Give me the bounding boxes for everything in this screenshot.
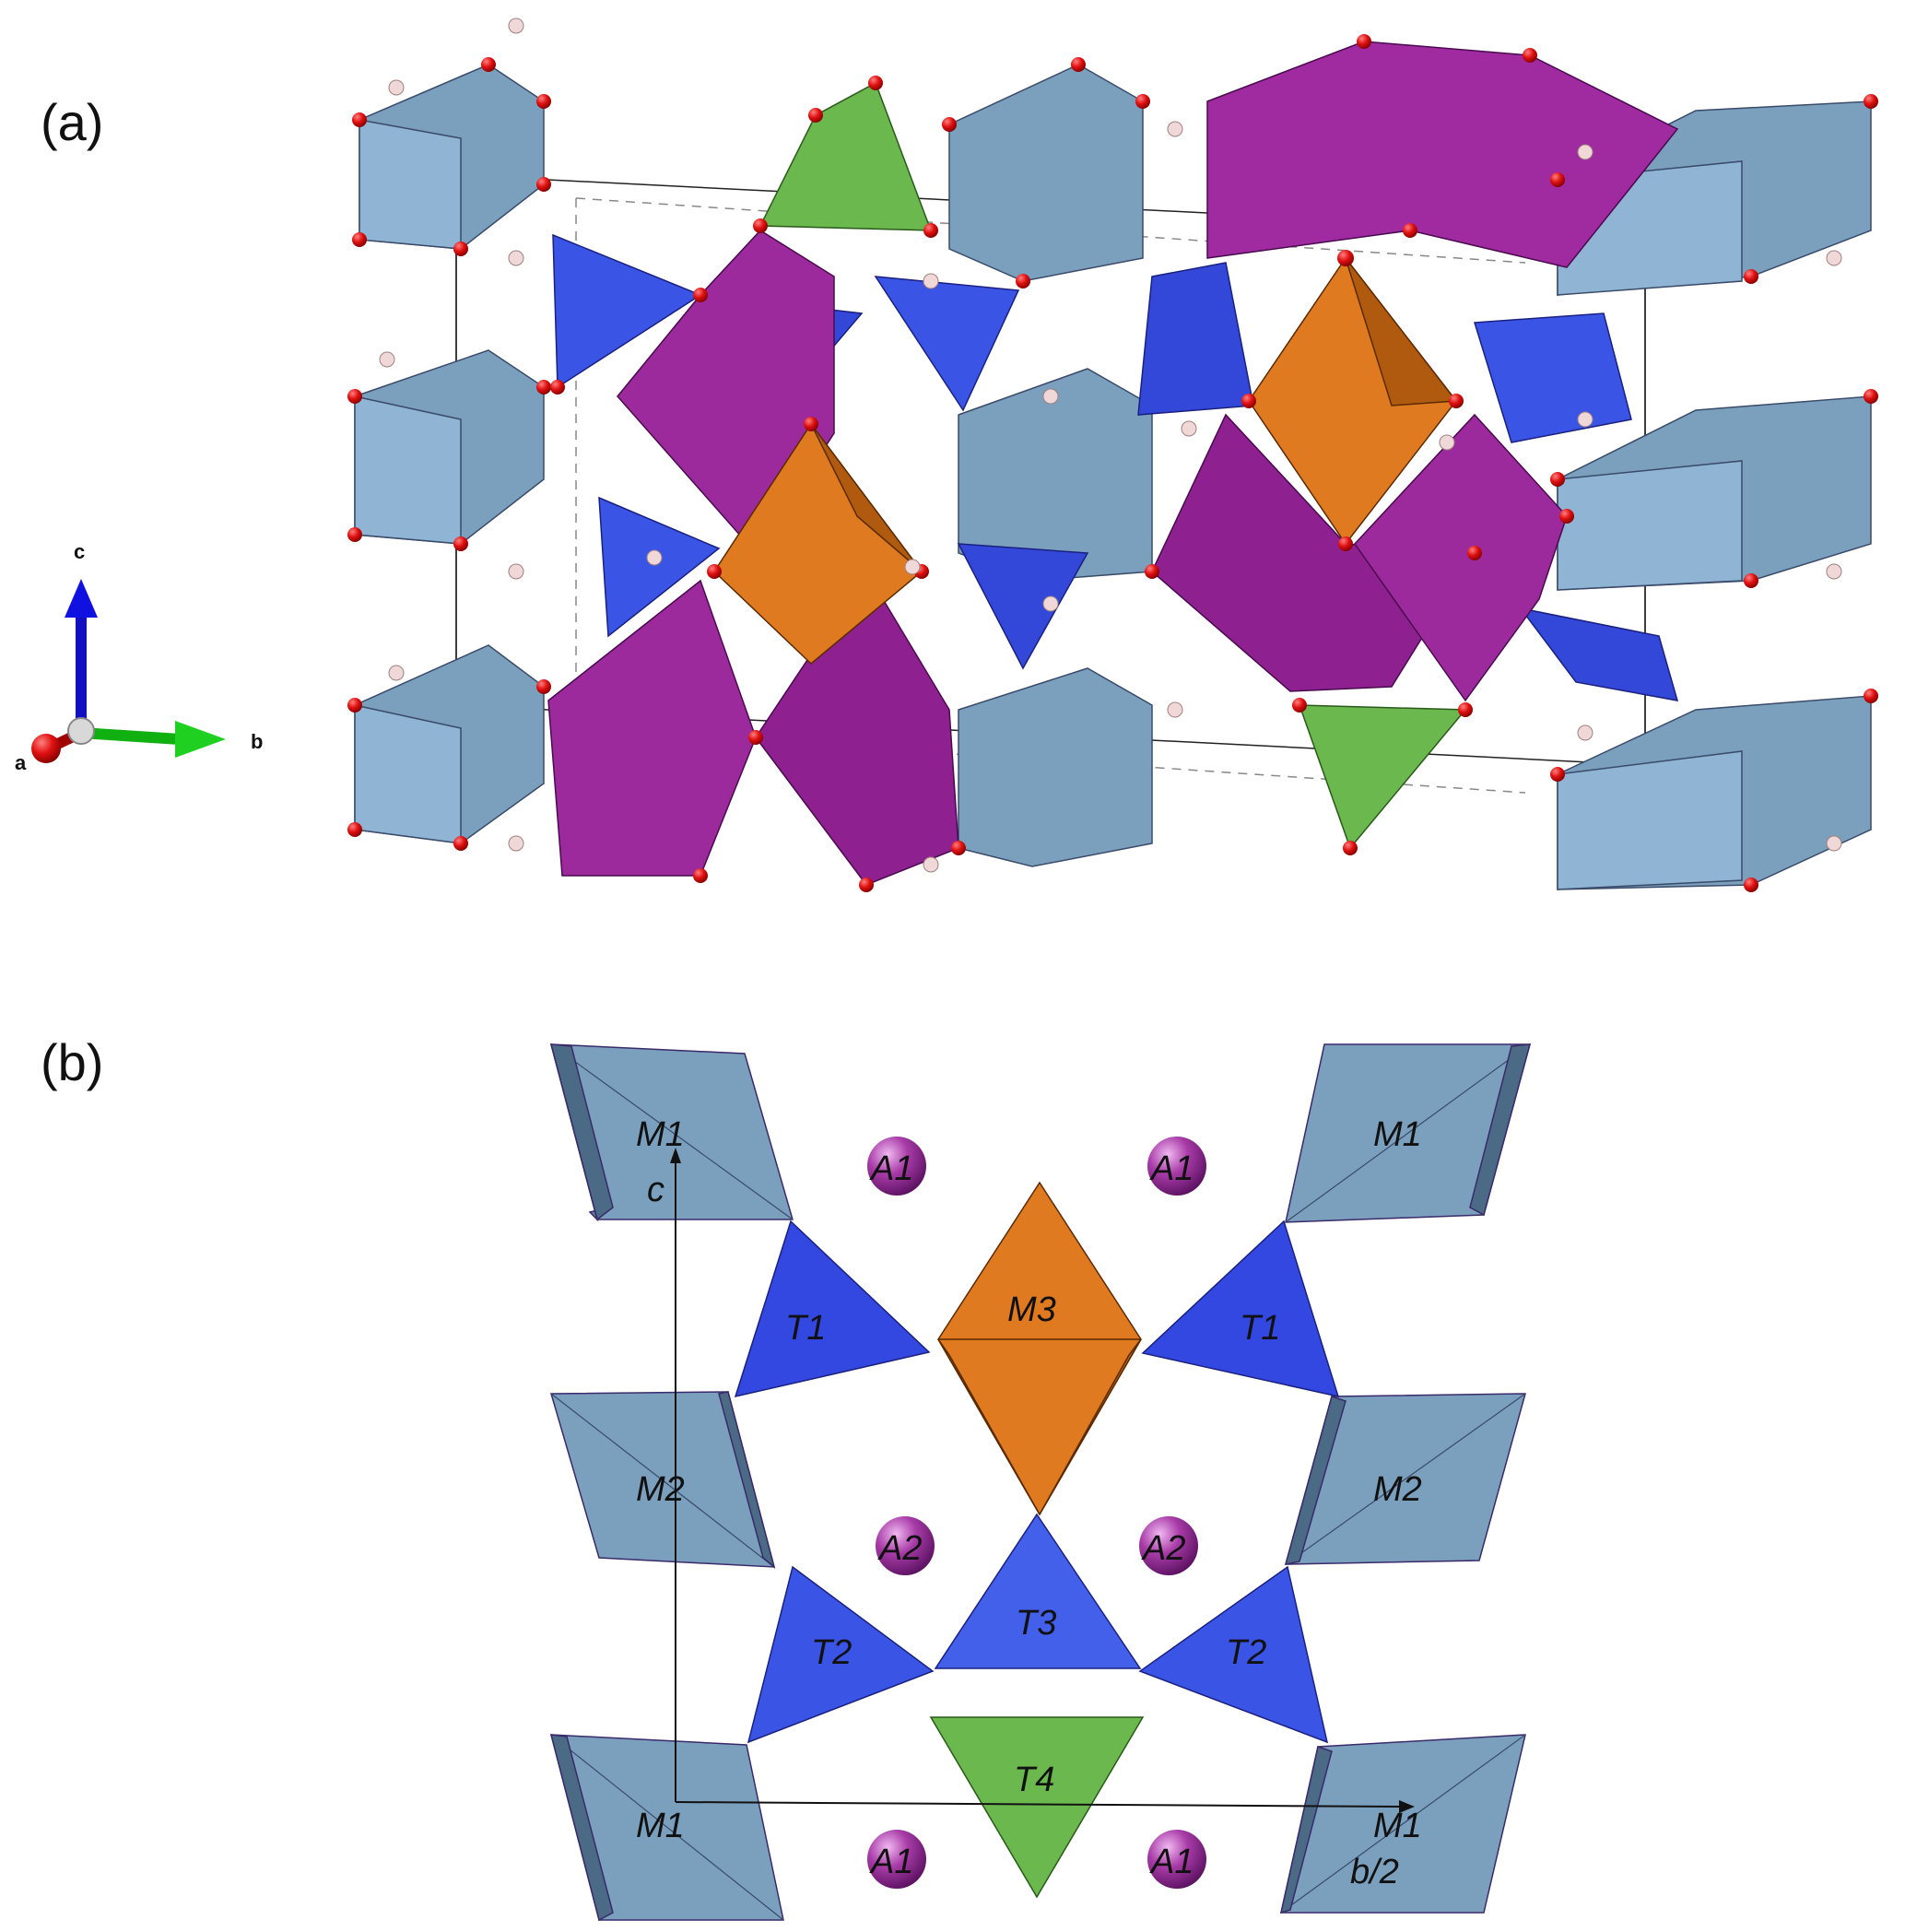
label-a1-top-right: A1 (1149, 1149, 1194, 1188)
c-axis-arrow-icon (670, 1148, 681, 1163)
label-m1-bottom-right: M1 (1373, 1807, 1422, 1845)
tetrahedron-t2-right (1138, 1565, 1329, 1744)
a-sites-b (867, 1137, 1206, 1889)
label-a2-left: A2 (877, 1529, 922, 1568)
label-m1-top-right: M1 (1373, 1115, 1422, 1154)
axes-indicator-a: c b a (15, 540, 263, 774)
a1-site-top-left (867, 1137, 926, 1196)
atoms-a (347, 18, 1878, 892)
a2-site-right (1139, 1516, 1198, 1575)
label-a1-bottom-right: A1 (1149, 1843, 1194, 1881)
axis-label-b-half: b/2 (1350, 1853, 1399, 1891)
label-m3: M3 (1007, 1290, 1056, 1329)
label-t1-left: T1 (785, 1309, 826, 1348)
label-t1-right: T1 (1240, 1309, 1280, 1348)
a1-site-bottom-right (1147, 1830, 1206, 1889)
label-a1-bottom-left: A1 (869, 1843, 913, 1881)
b-axis-arrow-icon (1399, 1800, 1415, 1813)
t-tetrahedra-b (734, 1219, 1340, 1744)
tetrahedron-t3 (934, 1513, 1142, 1669)
label-t3: T3 (1016, 1604, 1056, 1643)
panel-b-schematic: c b/2 M1 M1 M2 M2 M1 M1 M3 T1 T1 T2 T2 T… (549, 1043, 1532, 1922)
a1-site-bottom-left (867, 1830, 926, 1889)
label-a2-right: A2 (1141, 1529, 1185, 1568)
panel-b-label: (b) (41, 1033, 104, 1091)
a1-site-top-right (1147, 1137, 1206, 1196)
a-polyhedra-a (547, 41, 1679, 886)
m3-octahedra-a (713, 256, 1458, 666)
tetrahedron-t1-right (1141, 1219, 1340, 1398)
label-a1-top-left: A1 (869, 1149, 913, 1188)
label-m2-right: M2 (1373, 1470, 1422, 1509)
site-labels-b: M1 M1 M2 M2 M1 M1 M3 T1 T1 T2 T2 T3 T4 A… (636, 1115, 1422, 1881)
m-octahedra-b (549, 1043, 1532, 1922)
panel-a-structure: c b a (15, 18, 1878, 892)
a-axis-arrow-icon (31, 734, 61, 763)
a2-site-left (876, 1516, 935, 1575)
tetrahedron-t4 (929, 1716, 1145, 1899)
label-t4: T4 (1014, 1761, 1054, 1799)
axes-b: c b/2 (647, 1148, 1415, 1891)
tetrahedron-t2-left (747, 1565, 935, 1744)
tetrahedron-t1-left (734, 1219, 931, 1398)
label-m1-top-left: M1 (636, 1115, 685, 1154)
m3-octahedron-b (937, 1181, 1142, 1516)
axis-label-b: b (251, 730, 263, 753)
label-t2-right: T2 (1226, 1633, 1266, 1672)
c-axis-arrow-icon (65, 579, 98, 618)
panel-a-label: (a) (41, 93, 104, 151)
m-octahedra-a (354, 64, 1872, 890)
label-t2-left: T2 (811, 1633, 852, 1672)
t4-tetrahedra-a (758, 81, 1467, 850)
label-m1-bottom-left: M1 (636, 1807, 685, 1845)
label-m2-left: M2 (636, 1470, 685, 1509)
axis-label-c: c (74, 540, 85, 563)
axis-label-c-b: c (647, 1171, 664, 1209)
axis-label-a: a (15, 751, 27, 774)
b-axis-arrow-icon (175, 721, 226, 758)
